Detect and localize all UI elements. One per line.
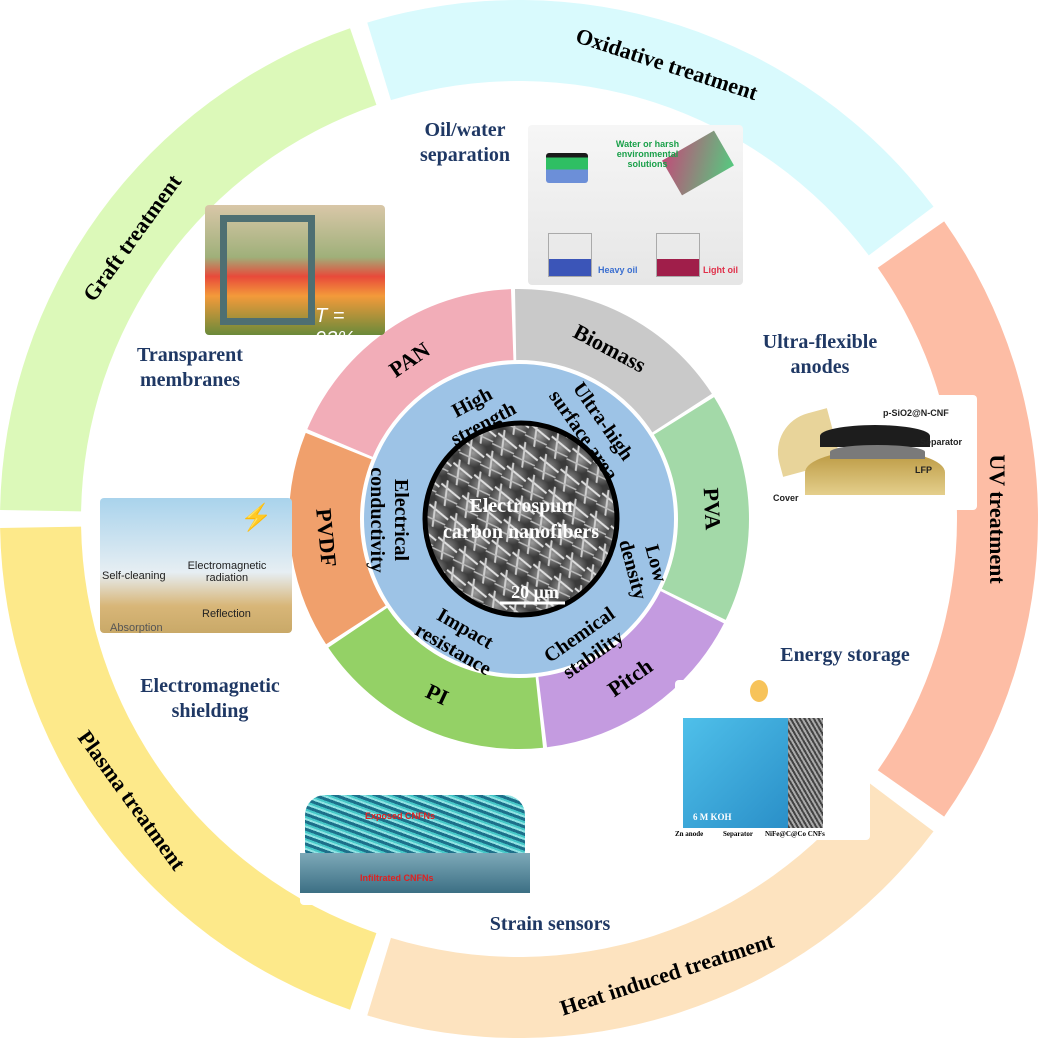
app-label-line: anodes — [790, 356, 850, 378]
light-oil-label: Light oil — [703, 265, 738, 275]
polymer-label: PVA — [699, 487, 726, 531]
app-energy-storage: Energy storage — [780, 644, 910, 666]
electrolyte-label: 6 M KOH — [693, 812, 732, 822]
app-label-line: Ultra-flexible — [762, 331, 878, 353]
cathode-label: NiFe@C@Co CNFs — [765, 830, 825, 838]
heavy-oil-label: Heavy oil — [598, 265, 638, 275]
polymer-segment — [328, 606, 544, 749]
sem-image — [422, 420, 620, 618]
polymer-segment — [514, 289, 712, 434]
svg-text:Electrical: Electrical — [390, 479, 412, 562]
infiltrated-label: Infiltrated CNFNs — [360, 873, 434, 883]
app-flexible-anodes: Ultra-flexible anodes — [740, 330, 900, 380]
self-cleaning-label: Self-cleaning — [102, 570, 166, 582]
reflection-label: Reflection — [202, 608, 251, 620]
polymer-segment — [538, 590, 724, 748]
treatment-segment — [0, 526, 377, 1010]
antenna-icon: ⚡ — [240, 503, 273, 532]
app-transparent: Transparent membranes — [110, 343, 270, 393]
polymer-segment — [307, 289, 514, 458]
transmittance-label: T = 93% — [315, 305, 355, 335]
treatment-segment — [367, 782, 934, 1038]
polymer-label: PVDF — [311, 507, 342, 568]
zn-anode-label: Zn anode — [675, 830, 704, 838]
treatment-segment — [367, 0, 934, 256]
svg-text:conductivity: conductivity — [366, 467, 388, 573]
flexible-anode-image: p-SiO2@N-CNF Separator LFP Cover — [765, 395, 977, 510]
exposed-label: Exposed CNFNs — [365, 811, 436, 821]
scale-bar-label: 20 μm — [511, 582, 559, 602]
energy-storage-image: 6 M KOH Zn anode Separator NiFe@C@Co CNF… — [675, 680, 870, 840]
treatment-segment — [0, 28, 377, 512]
anode-cover-label: Cover — [773, 493, 799, 503]
radiation-label: Electromagnetic radiation — [187, 560, 267, 584]
property-electrical-conductivity: Electrical conductivity — [366, 467, 412, 573]
treatment-label: UV treatment — [985, 454, 1010, 584]
center-title-line2: carbon nanofibers — [443, 521, 599, 543]
app-em-shielding: Electromagnetic shielding — [110, 674, 310, 724]
energy-separator-label: Separator — [723, 830, 753, 838]
app-label-line: Oil/water — [424, 119, 506, 141]
app-oil-water: Oil/water separation — [400, 118, 530, 168]
app-label-line: shielding — [171, 700, 249, 722]
oil-annotation: Water or harsh environmental solutions — [615, 139, 680, 169]
em-shielding-image: ⚡ Self-cleaning Electromagnetic radiatio… — [100, 498, 292, 633]
transparent-membrane-image: T = 93% — [205, 205, 385, 335]
oil-water-image: Water or harsh environmental solutions H… — [528, 125, 743, 285]
app-label-line: Transparent — [137, 344, 243, 366]
anode-cnf-label: p-SiO2@N-CNF — [883, 408, 949, 418]
lightbulb-icon — [750, 680, 768, 702]
anode-lfp-label: LFP — [915, 465, 932, 475]
app-label-line: separation — [420, 144, 510, 166]
app-label-line: membranes — [140, 369, 240, 391]
strain-sensor-image: Exposed CNFNs Infiltrated CNFNs — [300, 785, 530, 905]
app-strain-sensors: Strain sensors — [489, 913, 611, 935]
anode-separator-label: Separator — [920, 437, 963, 447]
treatment-segment — [877, 221, 1038, 817]
app-label-line: Electromagnetic — [140, 675, 280, 697]
absorption-label: Absorption — [110, 622, 163, 633]
polymer-segment — [652, 397, 750, 620]
polymer-segment — [289, 432, 388, 645]
center-title-line1: Electrospun — [470, 495, 573, 517]
